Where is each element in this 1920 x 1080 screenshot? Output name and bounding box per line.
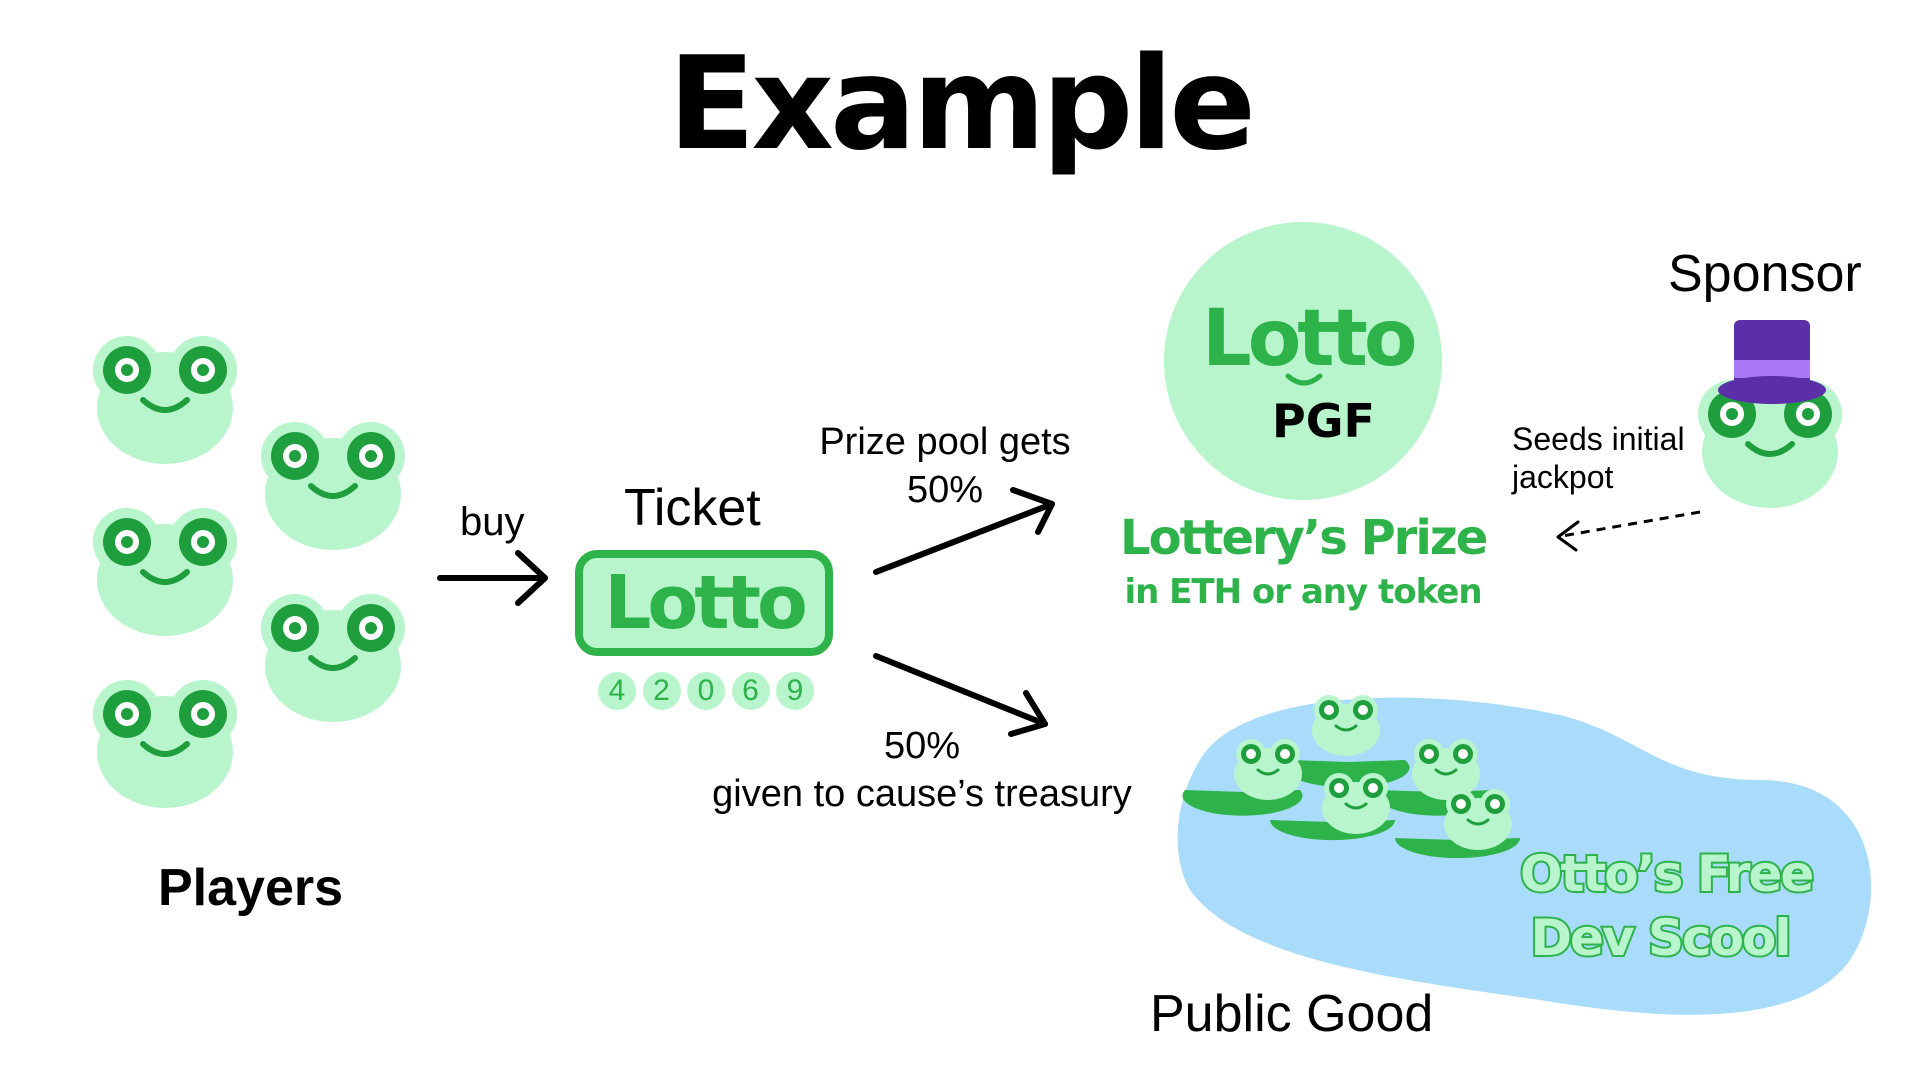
ticket-numbers: 4 2 0 6 9 (598, 672, 814, 714)
arrow-icon (873, 487, 1055, 575)
page-title: Example (667, 30, 1256, 179)
sponsor-label: Sponsor (1668, 245, 1862, 303)
buy-label: buy (460, 500, 525, 544)
sponsor-seed-label: Seeds initial jackpot (1512, 420, 1685, 496)
frog-icon (1442, 787, 1514, 852)
ticket-card: Lotto (575, 550, 833, 656)
frog-icon (1320, 771, 1392, 836)
ticket-number-ball: 9 (776, 672, 814, 710)
pond-line2: Dev Scool (1529, 907, 1794, 969)
pgf-sub-text: PGF (1272, 394, 1375, 448)
prize-subtitle: in ETH or any token (1124, 572, 1482, 612)
players-label: Players (158, 859, 344, 917)
ticket-label: Ticket (624, 479, 761, 537)
treasury-arrow-line1: 50% (883, 725, 961, 767)
pgf-logo-text: Lotto (1202, 294, 1417, 384)
public-good-label: Public Good (1150, 985, 1434, 1043)
pond-sign: Otto’s Free Dev Scool (1518, 842, 1816, 970)
frog-icon (1232, 737, 1304, 802)
treasury-arrow-line2: given to cause’s treasury (712, 773, 1132, 815)
prize-arrow-label: Prize pool gets 50% (810, 418, 1080, 514)
ticket-number-ball: 6 (731, 672, 770, 710)
arrow-icon (873, 653, 1048, 737)
prize-arrow-line1: Prize pool gets (819, 421, 1071, 463)
frog-icon (1410, 737, 1482, 802)
seed-line1: Seeds initial (1512, 421, 1685, 457)
prize-arrow-line2: 50% (906, 469, 984, 511)
prize-title: Lottery’s Prize (1120, 510, 1488, 566)
smile-icon (1285, 373, 1323, 386)
frog-icon (1310, 693, 1382, 758)
pond-line1: Otto’s Free (1518, 843, 1816, 905)
ticket-number-ball: 4 (598, 672, 636, 710)
seed-line2: jackpot (1512, 459, 1614, 495)
ticket-logo-text: Lotto (604, 560, 808, 646)
ticket-number-ball: 2 (642, 672, 681, 710)
top-hat-icon (1718, 320, 1826, 404)
dashed-arrow-icon (1556, 510, 1701, 552)
ticket-number-ball: 0 (687, 672, 725, 710)
treasury-arrow-label: 50% given to cause’s treasury (692, 722, 1152, 818)
lotto-pgf-logo: Lotto PGF (1164, 222, 1442, 500)
